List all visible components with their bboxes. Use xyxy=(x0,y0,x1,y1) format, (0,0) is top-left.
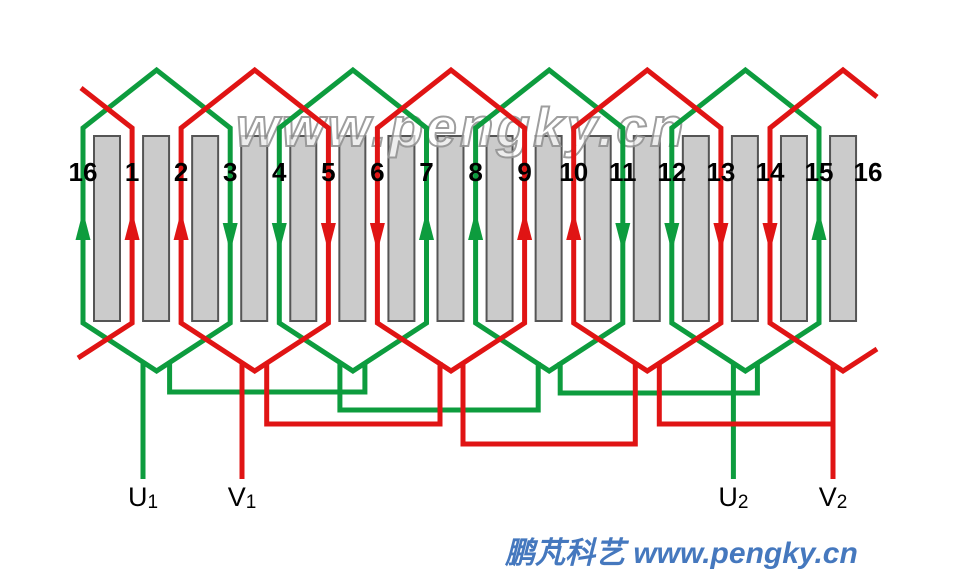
stator-bar xyxy=(583,135,612,322)
terminal-label-u2: U2 xyxy=(718,482,748,513)
slot-number-3: 3 xyxy=(223,157,237,187)
slot-number-5: 5 xyxy=(321,157,335,187)
arrow-up-slot-16 xyxy=(75,211,91,240)
slot-number-7: 7 xyxy=(419,157,433,187)
terminal-label-v2: V2 xyxy=(819,482,848,513)
arrow-down-slot-5 xyxy=(320,223,336,252)
stator-bar xyxy=(338,135,367,322)
slot-number-4: 4 xyxy=(272,157,287,187)
slot-number-9: 9 xyxy=(517,157,531,187)
slot-number-6: 6 xyxy=(370,157,384,187)
arrow-down-slot-11 xyxy=(615,223,631,252)
arrow-down-slot-4 xyxy=(271,223,287,252)
arrow-down-slot-14 xyxy=(762,223,778,252)
arrow-down-slot-12 xyxy=(664,223,680,252)
slot-number-13: 13 xyxy=(706,157,735,187)
arrow-up-slot-9 xyxy=(517,211,533,240)
slot-number-11: 11 xyxy=(609,157,637,187)
stator-bar xyxy=(632,135,661,322)
stator-bar xyxy=(829,135,858,322)
coil-v xyxy=(571,66,724,374)
stator-bar xyxy=(240,135,269,322)
slot-number-8: 8 xyxy=(468,157,482,187)
current-direction-arrows xyxy=(75,211,827,252)
slot-number-2: 2 xyxy=(174,157,188,187)
stator-bar xyxy=(191,135,220,322)
stator-bar xyxy=(534,135,563,322)
stator-bar xyxy=(485,135,514,322)
stator-bar xyxy=(681,135,710,322)
arrow-down-slot-6 xyxy=(369,223,385,252)
arrow-up-slot-10 xyxy=(566,211,582,240)
slot-number-10: 10 xyxy=(559,157,588,187)
arrow-up-slot-15 xyxy=(811,211,827,240)
stator-bars xyxy=(93,135,858,322)
jumper-v1 xyxy=(264,362,443,427)
coil-u xyxy=(669,66,822,374)
slot-number-1: 1 xyxy=(125,157,139,187)
stator-bar xyxy=(387,135,416,322)
terminal-labels: U1 V1 U2 V2 xyxy=(128,482,847,513)
stator-bar xyxy=(436,135,465,322)
terminal-label-v1: V1 xyxy=(228,482,257,513)
jumper-v3 xyxy=(656,362,833,427)
coil-v xyxy=(178,66,331,374)
footer-text: 鹏芃科艺 www.pengky.cn xyxy=(504,537,858,570)
arrow-down-slot-3 xyxy=(222,223,238,252)
stator-bar xyxy=(142,135,171,322)
stator-bar xyxy=(93,135,121,322)
stator-bar xyxy=(289,135,318,322)
arrow-up-slot-7 xyxy=(419,211,434,240)
stator-bar xyxy=(779,135,808,322)
slot-number-right-16: 16 xyxy=(854,157,883,187)
slot-number-16: 16 xyxy=(69,157,98,187)
coil-u xyxy=(276,66,429,374)
terminal-label-u1: U1 xyxy=(128,482,158,513)
arrow-up-slot-1 xyxy=(124,211,140,240)
coil-u xyxy=(80,66,233,374)
slot-number-14: 14 xyxy=(756,157,785,187)
slot-number-12: 12 xyxy=(657,157,686,187)
slot-number-15: 15 xyxy=(805,157,834,187)
stator-bar xyxy=(730,135,759,322)
coil-v xyxy=(374,66,528,374)
arrow-up-slot-8 xyxy=(468,211,484,240)
arrow-up-slot-2 xyxy=(173,211,189,240)
jumper-v2 xyxy=(460,362,638,447)
arrow-down-slot-13 xyxy=(713,223,729,252)
coil-u xyxy=(473,66,626,374)
